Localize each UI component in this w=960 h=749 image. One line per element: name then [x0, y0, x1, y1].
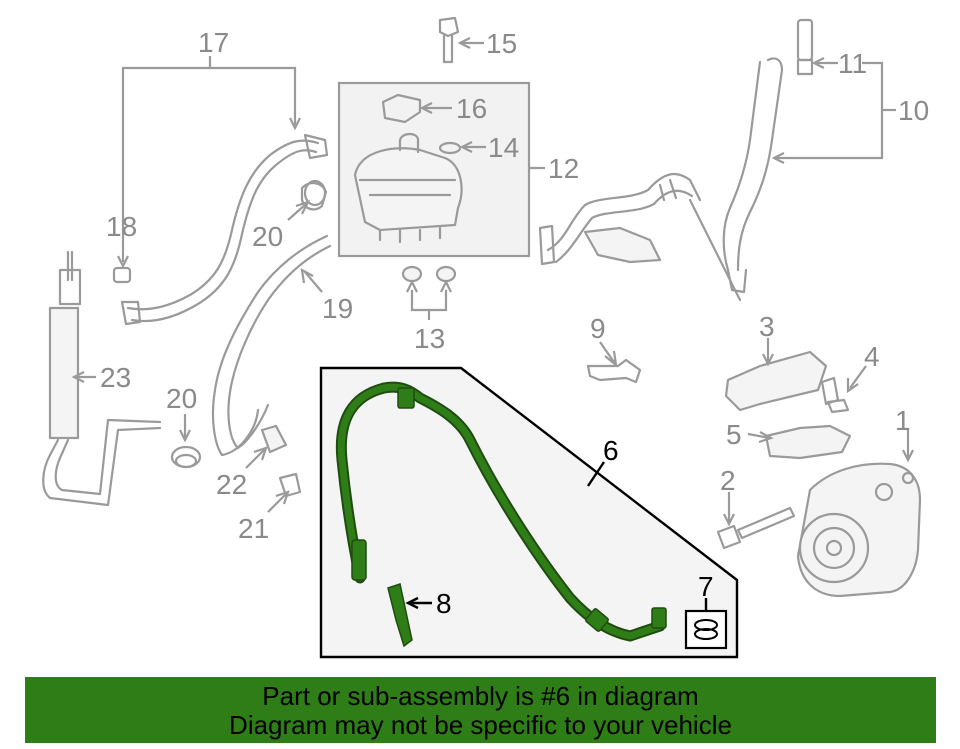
callout-14: 14 [488, 132, 519, 163]
bolt-4 [820, 376, 850, 414]
hose-19 [211, 182, 332, 457]
callout-22: 22 [216, 469, 247, 500]
callout-4: 4 [864, 341, 880, 372]
line-23 [42, 250, 162, 507]
reservoir-box [337, 81, 531, 258]
hose-10 [722, 18, 814, 294]
hose-6 [335, 381, 667, 642]
banner-line-1: Part or sub-assembly is #6 in diagram [262, 681, 699, 711]
callout-23: 23 [100, 362, 131, 393]
clamp-20b [170, 445, 202, 469]
callout-labels: 1 2 3 4 5 6 7 8 9 10 11 12 13 14 15 16 1… [100, 27, 929, 619]
callout-6: 6 [603, 435, 619, 466]
bracket-21 [278, 472, 302, 498]
info-banner: Part or sub-assembly is #6 in diagram Di… [25, 677, 936, 743]
callout-11: 11 [838, 48, 867, 79]
leader-lines [71, 37, 914, 611]
parts-diagram: 1 2 3 4 5 6 7 8 9 10 11 12 13 14 15 16 1… [42, 16, 929, 659]
callout-21: 21 [238, 513, 269, 544]
callout-20-lower: 20 [166, 383, 197, 414]
callout-16: 16 [456, 93, 487, 124]
bracket-5 [764, 424, 852, 460]
clip-22 [260, 424, 288, 454]
callout-19: 19 [322, 293, 353, 324]
callout-1: 1 [895, 405, 911, 436]
callout-17: 17 [198, 27, 229, 58]
clamp-20a [303, 179, 327, 207]
callout-2: 2 [720, 465, 736, 496]
sensor-8 [387, 583, 413, 648]
bolt-15 [438, 16, 460, 64]
callout-20-upper: 20 [252, 221, 283, 252]
pump-1 [796, 462, 922, 598]
bracket-9 [586, 358, 642, 384]
grommets-13 [401, 265, 457, 283]
callout-9: 9 [590, 313, 606, 344]
line-assembly [538, 172, 742, 302]
hose-17 [112, 133, 329, 326]
banner-line-2: Diagram may not be specific to your vehi… [229, 710, 732, 740]
callout-15: 15 [486, 28, 517, 59]
callout-12: 12 [548, 153, 579, 184]
callout-5: 5 [726, 419, 742, 450]
callout-13: 13 [414, 323, 445, 354]
bracket-3 [724, 350, 828, 412]
callout-7: 7 [698, 571, 714, 602]
callout-3: 3 [759, 311, 775, 342]
callout-10: 10 [898, 95, 929, 126]
callout-18: 18 [106, 211, 137, 242]
bolt-2 [716, 506, 796, 550]
callout-8: 8 [436, 588, 452, 619]
part-6-panel [319, 366, 739, 659]
